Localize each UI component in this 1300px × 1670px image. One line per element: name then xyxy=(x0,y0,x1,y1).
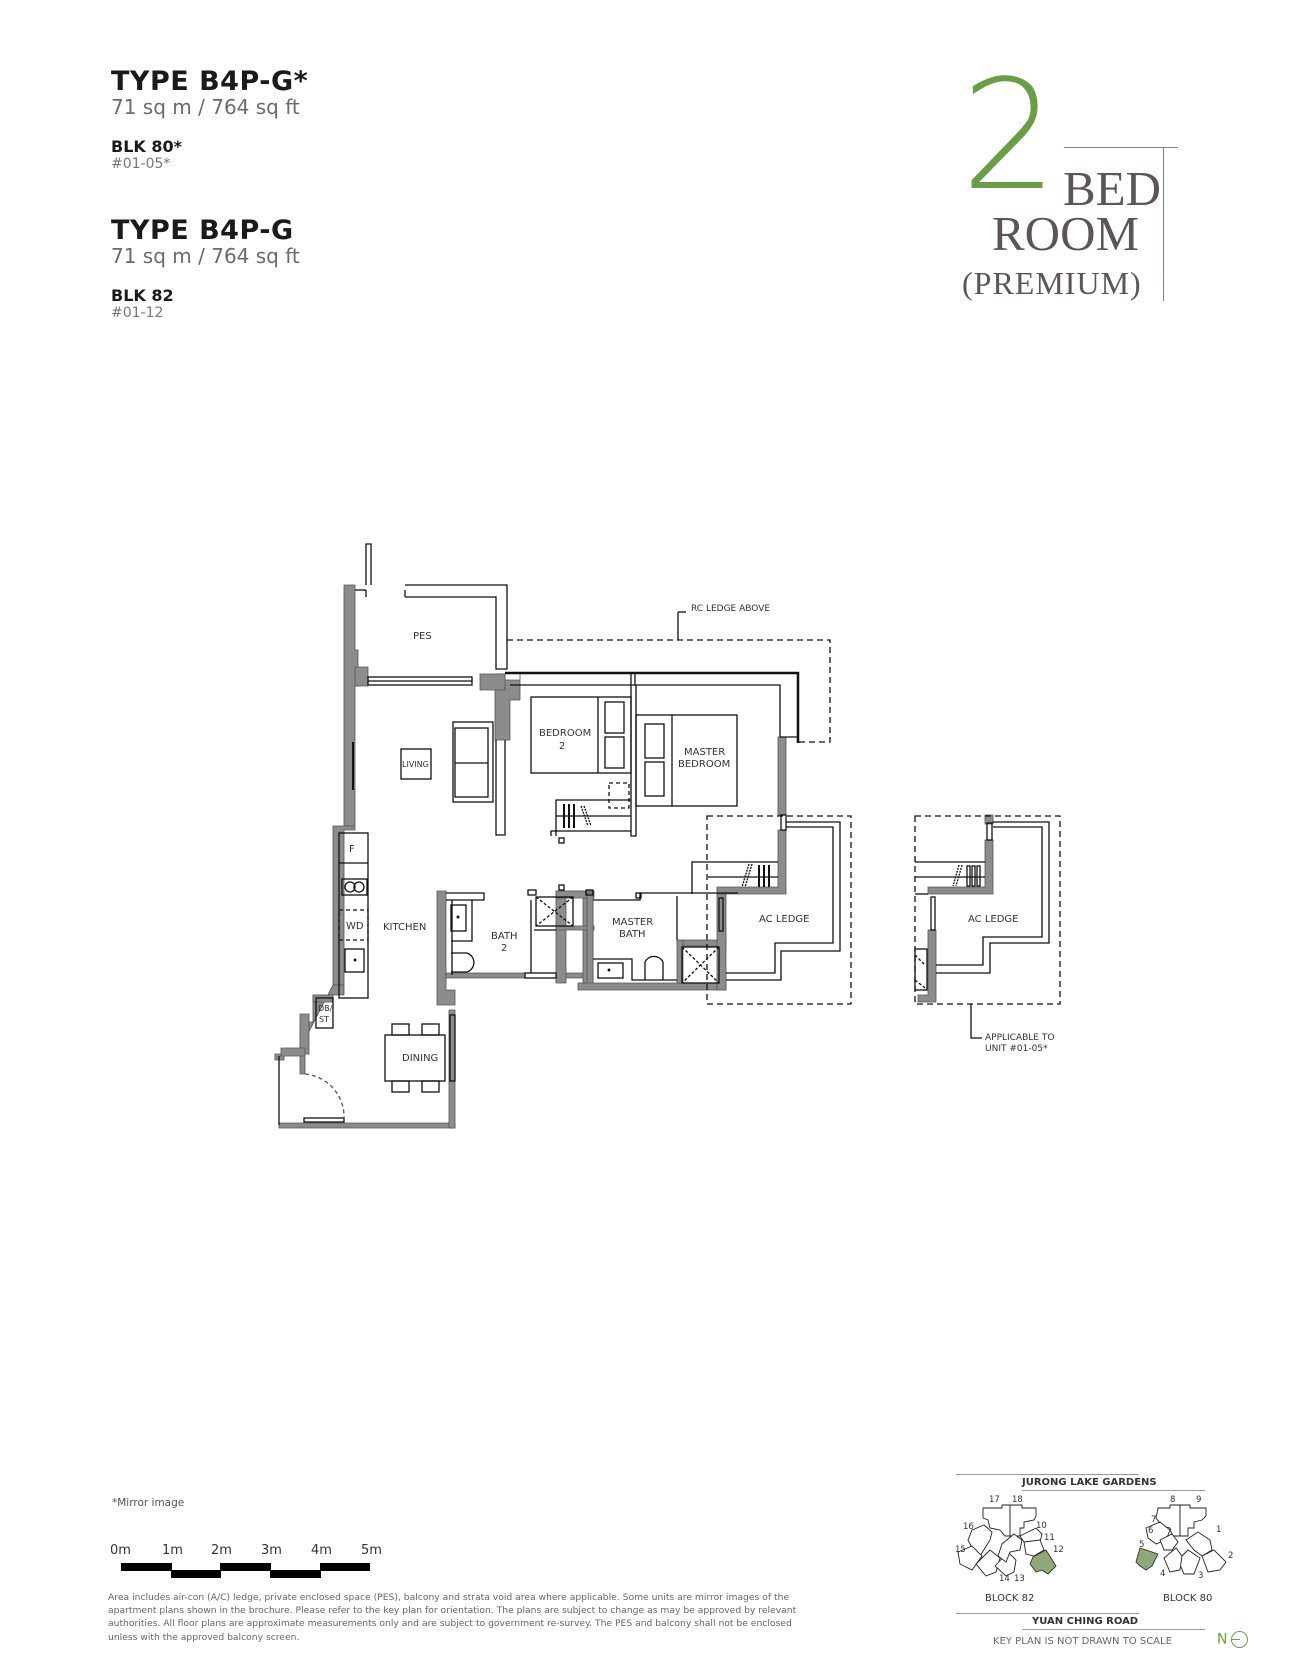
block-82-highlighted-unit xyxy=(1029,1549,1057,1575)
applicable-annotation: APPLICABLE TO xyxy=(985,1033,1054,1043)
applicable-annotation-2: UNIT #01-05* xyxy=(985,1044,1048,1054)
svg-text:3: 3 xyxy=(1198,1571,1203,1581)
db-st-label-2: ST xyxy=(319,1015,329,1024)
hero-word-room: ROOM xyxy=(992,206,1140,261)
bedroom-count-hero: 2 BED ROOM (PREMIUM) xyxy=(960,47,1178,310)
scale-bar: 0m 1m 2m 3m 4m 5m xyxy=(110,1543,382,1578)
svg-text:9: 9 xyxy=(1196,1495,1201,1505)
scale-tick-label: 2m xyxy=(211,1543,232,1558)
room-label-master-bath: MASTER xyxy=(612,917,653,928)
hero-word-premium: (PREMIUM) xyxy=(962,265,1142,301)
svg-text:4: 4 xyxy=(1160,1569,1165,1579)
scale-segment xyxy=(171,1570,221,1578)
key-plan-top-label: JURONG LAKE GARDENS xyxy=(1022,1477,1157,1488)
bedroom-count-number: 2 xyxy=(961,47,1058,224)
scale-segment xyxy=(320,1563,370,1571)
room-label-pes: PES xyxy=(413,631,432,642)
svg-text:10: 10 xyxy=(1036,1521,1047,1531)
db-st-label: DB/ xyxy=(318,1004,333,1013)
scale-tick-label: 5m xyxy=(361,1543,382,1558)
hero-divider-horizontal xyxy=(1064,147,1178,148)
svg-text:5: 5 xyxy=(1139,1540,1144,1550)
scale-tick-label: 1m xyxy=(162,1543,183,1558)
svg-text:18: 18 xyxy=(1012,1495,1023,1505)
svg-text:13: 13 xyxy=(1014,1574,1025,1584)
disclaimer-text: Area includes air-con (A/C) ledge, priva… xyxy=(108,1592,797,1643)
key-plan-top-rule-2 xyxy=(1022,1490,1205,1491)
structural-walls xyxy=(274,584,994,1129)
block-80-label: BLOCK 80 xyxy=(1163,1593,1213,1604)
washer-dryer-label: WD xyxy=(346,921,364,932)
block-82-outline xyxy=(957,1504,1045,1577)
svg-text:11: 11 xyxy=(1044,1533,1055,1543)
rc-ledge-annotation: RC LEDGE ABOVE xyxy=(691,604,770,614)
svg-text:14: 14 xyxy=(999,1574,1010,1584)
room-label-bath2-number: 2 xyxy=(501,943,507,954)
room-label-living: LIVING xyxy=(402,760,429,769)
alt-ac-ledge-label: AC LEDGE xyxy=(968,914,1018,925)
north-label: N xyxy=(1217,1631,1228,1648)
svg-text:2: 2 xyxy=(1228,1551,1233,1561)
mirror-image-note: *Mirror image xyxy=(112,1497,185,1509)
room-label-dining: DINING xyxy=(402,1053,438,1064)
hero-word-bed: BED xyxy=(1063,161,1161,216)
key-plan-top-rule xyxy=(956,1474,1139,1475)
svg-text:15: 15 xyxy=(955,1545,966,1555)
unit-numbers: #01-05* xyxy=(111,156,171,172)
room-label-master-bedroom: MASTER xyxy=(684,747,725,758)
hero-divider-vertical xyxy=(1163,147,1164,301)
thin-walls xyxy=(278,543,1061,1125)
svg-text:8: 8 xyxy=(1170,1495,1175,1505)
fridge-label: F xyxy=(349,844,355,855)
block-label: BLK 80* xyxy=(111,137,182,156)
scale-tick-label: 0m xyxy=(110,1543,131,1558)
svg-text:7: 7 xyxy=(1151,1515,1156,1525)
unit-type-block-2: TYPE B4P-G 71 sq m / 764 sq ft BLK 82 #0… xyxy=(111,215,300,321)
unit-numbers: #01-12 xyxy=(111,305,164,321)
block-label: BLK 82 xyxy=(111,286,174,305)
unit-type-title: TYPE B4P-G xyxy=(111,215,294,246)
room-label-bedroom2-number: 2 xyxy=(559,741,565,752)
room-label-master-bedroom-2: BEDROOM xyxy=(678,759,730,770)
scale-tick-label: 3m xyxy=(261,1543,282,1558)
svg-text:6: 6 xyxy=(1148,1526,1153,1536)
room-label-master-bath-2: BATH xyxy=(619,929,646,940)
room-label-kitchen: KITCHEN xyxy=(383,922,426,933)
scale-segment xyxy=(220,1563,271,1571)
scale-tick-label: 4m xyxy=(311,1543,332,1558)
north-indicator: N xyxy=(1217,1631,1248,1648)
room-label-ac-ledge: AC LEDGE xyxy=(759,914,809,925)
unit-type-title: TYPE B4P-G* xyxy=(111,66,309,97)
key-plan-bottom-rule xyxy=(956,1613,1139,1614)
svg-text:12: 12 xyxy=(1053,1545,1064,1555)
unit-area: 71 sq m / 764 sq ft xyxy=(111,244,300,268)
room-label-bath2: BATH xyxy=(491,931,518,942)
block-80-outline xyxy=(1145,1504,1227,1575)
svg-text:16: 16 xyxy=(963,1522,974,1532)
room-label-bedroom2: BEDROOM xyxy=(539,728,591,739)
unit-type-block-1: TYPE B4P-G* 71 sq m / 764 sq ft BLK 80* … xyxy=(111,66,308,172)
block-82-label: BLOCK 82 xyxy=(985,1593,1035,1604)
north-arrow-icon xyxy=(1230,1631,1248,1648)
key-plan-scale-note: KEY PLAN IS NOT DRAWN TO SCALE xyxy=(993,1636,1172,1647)
key-plan-bottom-rule-2 xyxy=(1022,1629,1205,1630)
unit-area: 71 sq m / 764 sq ft xyxy=(111,95,300,119)
scale-segment xyxy=(121,1563,172,1571)
key-plan: JURONG LAKE GARDENS xyxy=(950,1470,1300,1670)
block-80-highlighted-unit xyxy=(1135,1547,1159,1571)
svg-text:1: 1 xyxy=(1216,1525,1221,1535)
key-plan-bottom-label: YUAN CHING ROAD xyxy=(1032,1616,1139,1627)
scale-segment xyxy=(270,1570,321,1578)
svg-text:17: 17 xyxy=(989,1495,1000,1505)
